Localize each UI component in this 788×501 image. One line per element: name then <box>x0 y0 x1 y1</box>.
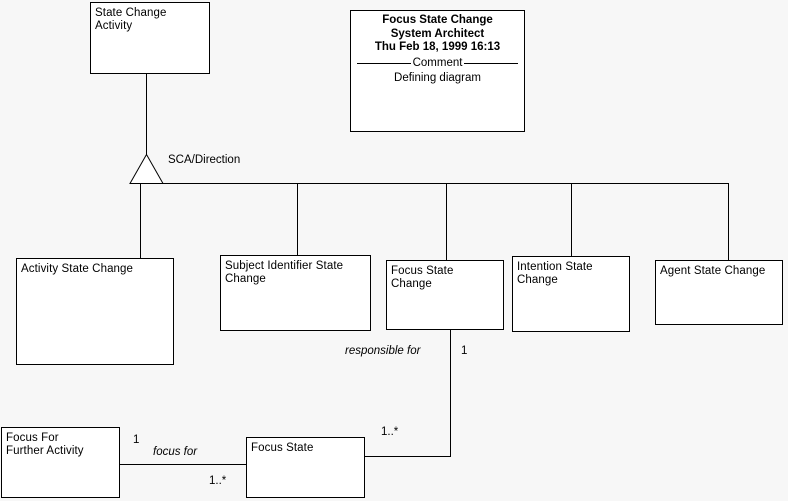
diagram-title-box: Focus State Change System Architect Thu … <box>350 10 525 132</box>
generalization-drop-subject-identifier-state-change <box>297 183 298 255</box>
multiplicity-focus-for-target: 1..* <box>209 475 227 487</box>
generalization-drop-agent-state-change <box>728 183 729 260</box>
comment-separator: Comment <box>357 56 519 70</box>
class-box-activity-state-change[interactable]: Activity State Change <box>16 258 174 365</box>
association-responsible-for-vertical <box>450 330 451 457</box>
class-box-subject-identifier-state-change[interactable]: Subject Identifier State Change <box>220 255 371 331</box>
diagram-title-timestamp: Thu Feb 18, 1999 16:13 <box>374 41 501 53</box>
multiplicity-responsible-for-target: 1..* <box>381 426 399 438</box>
generalization-drop-focus-state-change <box>446 183 447 260</box>
association-label-focus-for: focus for <box>153 446 198 458</box>
class-name-focus-state: Focus State <box>251 442 314 454</box>
generalization-drop-activity-state-change <box>140 183 141 258</box>
comment-separator-label: Comment <box>412 56 463 69</box>
class-name-focus-for-further-activity: Focus For Further Activity <box>6 432 84 457</box>
class-name-state-change-activity: State Change Activity <box>95 7 167 32</box>
multiplicity-focus-for-source: 1 <box>133 434 140 446</box>
multiplicity-responsible-for-source: 1 <box>461 345 468 357</box>
class-name-activity-state-change: Activity State Change <box>21 263 134 275</box>
generalization-drop-intention-state-change <box>571 183 572 256</box>
generalization-stem <box>146 74 147 155</box>
diagram-title-line-1: Focus State Change <box>382 14 493 26</box>
association-focus-for-line <box>120 464 247 465</box>
class-name-subject-identifier-state-change: Subject Identifier State Change <box>225 260 344 285</box>
comment-rule-right <box>464 62 519 64</box>
class-box-focus-for-further-activity[interactable]: Focus For Further Activity <box>1 427 120 498</box>
class-box-focus-state[interactable]: Focus State <box>246 437 365 498</box>
class-name-agent-state-change: Agent State Change <box>660 265 766 277</box>
diagram-title-line-2: System Architect <box>390 27 485 40</box>
comment-rule-left <box>357 62 411 64</box>
generalization-discriminator-label: SCA/Direction <box>168 154 241 166</box>
class-name-focus-state-change: Focus State Change <box>391 265 454 290</box>
diagram-comment-text: Defining diagram <box>394 71 481 84</box>
class-box-focus-state-change[interactable]: Focus State Change <box>386 260 504 330</box>
association-label-responsible-for: responsible for <box>345 345 421 357</box>
class-box-state-change-activity[interactable]: State Change Activity <box>90 2 210 74</box>
generalization-bus <box>140 183 729 184</box>
class-box-intention-state-change[interactable]: Intention State Change <box>512 256 630 332</box>
class-box-agent-state-change[interactable]: Agent State Change <box>655 260 783 325</box>
association-responsible-for-horizontal <box>365 456 451 457</box>
class-name-intention-state-change: Intention State Change <box>517 261 593 286</box>
